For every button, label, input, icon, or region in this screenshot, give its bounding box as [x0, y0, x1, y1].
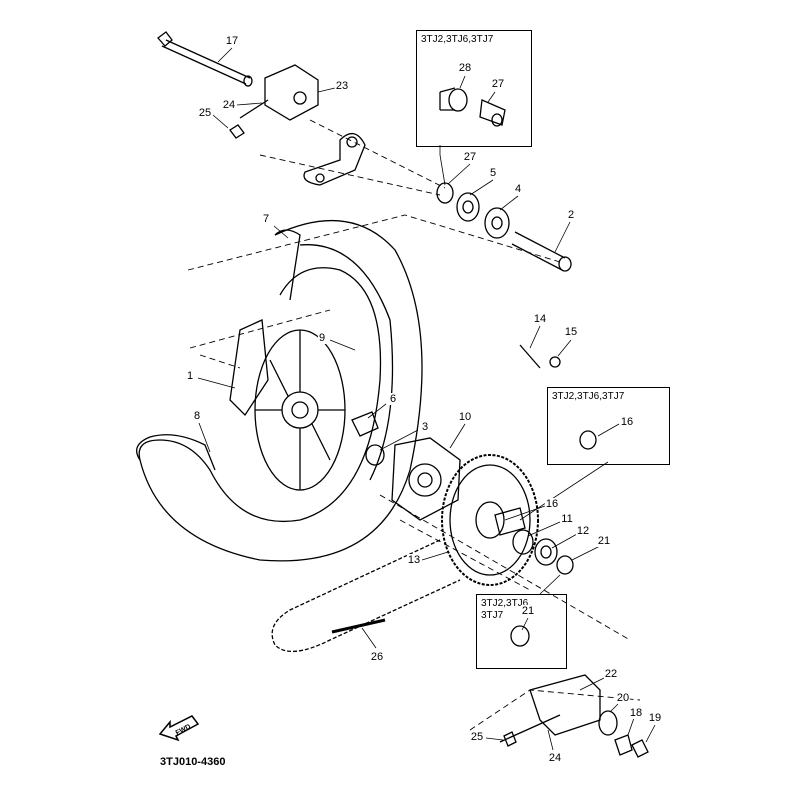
axle-bolt — [157, 31, 253, 87]
chain-puller-lower — [499, 674, 649, 758]
rear-wheel — [136, 219, 423, 562]
part-label: 2 — [566, 209, 576, 221]
chain-puller — [229, 64, 319, 139]
part-label: 15 — [563, 326, 579, 338]
part-label: 1 — [185, 370, 195, 382]
variant-parts — [439, 87, 597, 647]
part-label: 27 — [490, 78, 506, 90]
diagram-part-code: 3TJ010-4360 — [160, 756, 226, 768]
part-label: 25 — [469, 731, 485, 743]
part-label: 20 — [615, 692, 631, 704]
brake-arm — [303, 133, 366, 186]
part-label: 17 — [224, 35, 240, 47]
part-label: 3 — [420, 421, 430, 433]
part-label: 24 — [221, 99, 237, 111]
part-label: 16 — [619, 416, 635, 428]
part-label: 19 — [647, 712, 663, 724]
part-label: 13 — [406, 554, 422, 566]
part-label: 12 — [575, 525, 591, 537]
part-label: 7 — [261, 213, 271, 225]
variant-box-3: 3TJ2,3TJ6, 3TJ7 — [476, 594, 567, 669]
forward-arrow-icon: FWD — [158, 715, 200, 742]
part-label: 18 — [628, 707, 644, 719]
part-label: 9 — [317, 332, 327, 344]
part-label: 14 — [532, 313, 548, 325]
part-label: 23 — [334, 80, 350, 92]
part-label: 4 — [513, 183, 523, 195]
part-label: 10 — [457, 411, 473, 423]
variant-box-title: 3TJ2,3TJ6,3TJ7 — [552, 391, 625, 402]
drive-chain — [271, 539, 461, 652]
variant-box-2: 3TJ2,3TJ6,3TJ7 — [547, 387, 670, 465]
label-leaders — [197, 47, 656, 751]
part-label: 11 — [560, 513, 574, 525]
part-label: 21 — [596, 535, 612, 547]
variant-box-1: 3TJ2,3TJ6,3TJ7 — [416, 30, 532, 147]
part-label: 24 — [547, 752, 563, 764]
part-label: 8 — [192, 410, 202, 422]
part-label: 6 — [388, 393, 398, 405]
part-label: 26 — [369, 651, 385, 663]
part-label: 5 — [488, 167, 498, 179]
variant-box-title: 3TJ2,3TJ6,3TJ7 — [421, 34, 494, 45]
bearings-upper — [436, 182, 572, 272]
part-label: 22 — [603, 668, 619, 680]
bearings-lower — [494, 344, 574, 575]
rear-sprocket — [441, 454, 539, 586]
part-label: 16 — [544, 498, 560, 510]
part-label: 27 — [462, 151, 478, 163]
part-label: 28 — [457, 62, 473, 74]
variant-box-title: 3TJ2,3TJ6, 3TJ7 — [481, 598, 532, 621]
sprocket-hub — [351, 411, 461, 521]
part-label: 21 — [520, 605, 536, 617]
part-label: 25 — [197, 107, 213, 119]
